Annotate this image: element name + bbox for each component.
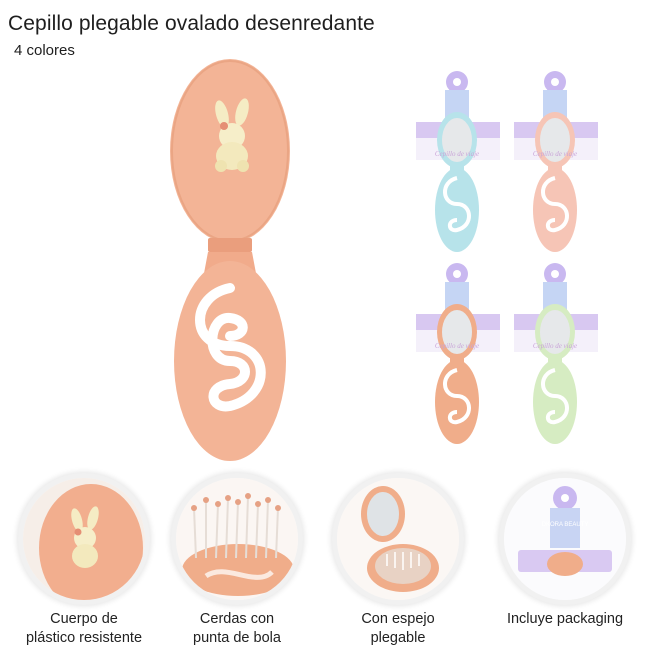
brand-tag: DKORA BEAUTY (542, 522, 589, 528)
card-label: Cepillo de viaje (435, 342, 479, 350)
color-variant-2: Cepillo de viaje (514, 71, 598, 252)
bunny-icon (71, 506, 99, 568)
feature-bristles-image (176, 478, 298, 600)
mirror-icon (361, 486, 405, 542)
feature-body-image (23, 478, 145, 600)
bunny-icon (215, 98, 249, 172)
packaging-icon (518, 486, 612, 576)
color-variant-1: Cepillo de viaje (416, 71, 500, 252)
feature-label-1: Incluye packaging (506, 611, 624, 627)
feature-bristles: Cerdas con punta de bola (157, 478, 317, 648)
feature-label-1: Cuerpo de (50, 611, 118, 627)
bristles-icon (193, 495, 279, 559)
card-label: Cepillo de viaje (533, 150, 577, 158)
hero-brush-image (170, 59, 290, 461)
feature-label-2: plástico resistente (25, 630, 143, 646)
color-variant-3: Cepillo de viaje (416, 263, 500, 444)
feature-packaging: DKORA BEAUTY Incluye packaging (485, 478, 645, 629)
feature-mirror-image (337, 478, 459, 600)
feature-mirror: Con espejo plegable (318, 478, 478, 648)
feature-packaging-image: DKORA BEAUTY (504, 478, 626, 600)
card-label: Cepillo de viaje (435, 150, 479, 158)
feature-body: Cuerpo de plástico resistente (4, 478, 164, 648)
card-label: Cepillo de viaje (533, 342, 577, 350)
color-count: 4 colores (14, 42, 75, 59)
feature-label-1: Cerdas con (199, 611, 275, 627)
feature-label-2: plegable (370, 630, 426, 646)
feature-label-2: punta de bola (193, 630, 281, 646)
color-variant-4: Cepillo de viaje (514, 263, 598, 444)
page-title: Cepillo plegable ovalado desenredante (8, 12, 375, 35)
feature-label-1: Con espejo (361, 611, 435, 627)
